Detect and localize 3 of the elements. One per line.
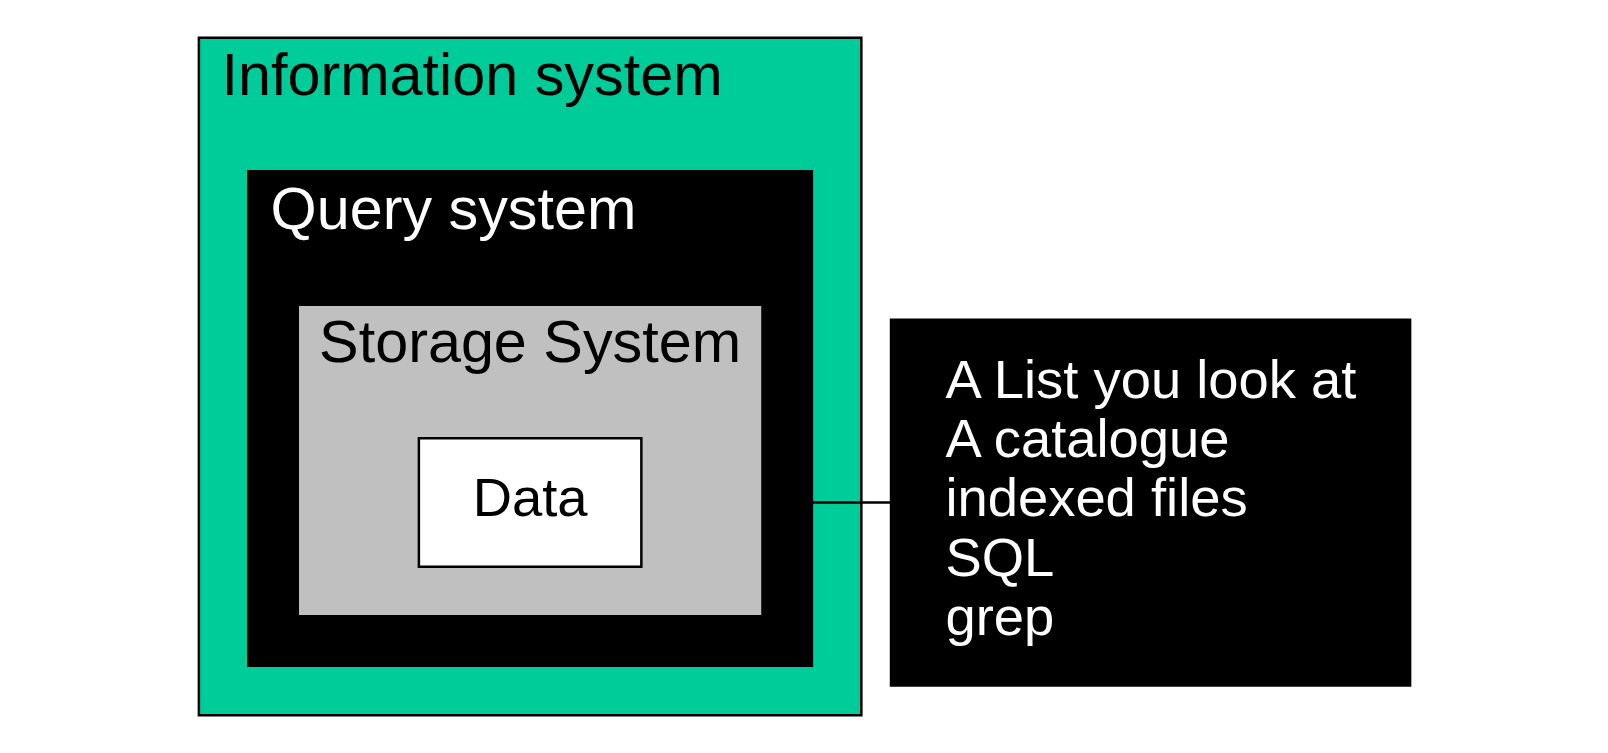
connector <box>811 501 891 504</box>
node-box: A List you look at A catalogue indexed files SQL grep <box>889 318 1411 687</box>
node-box: Data <box>417 437 643 569</box>
